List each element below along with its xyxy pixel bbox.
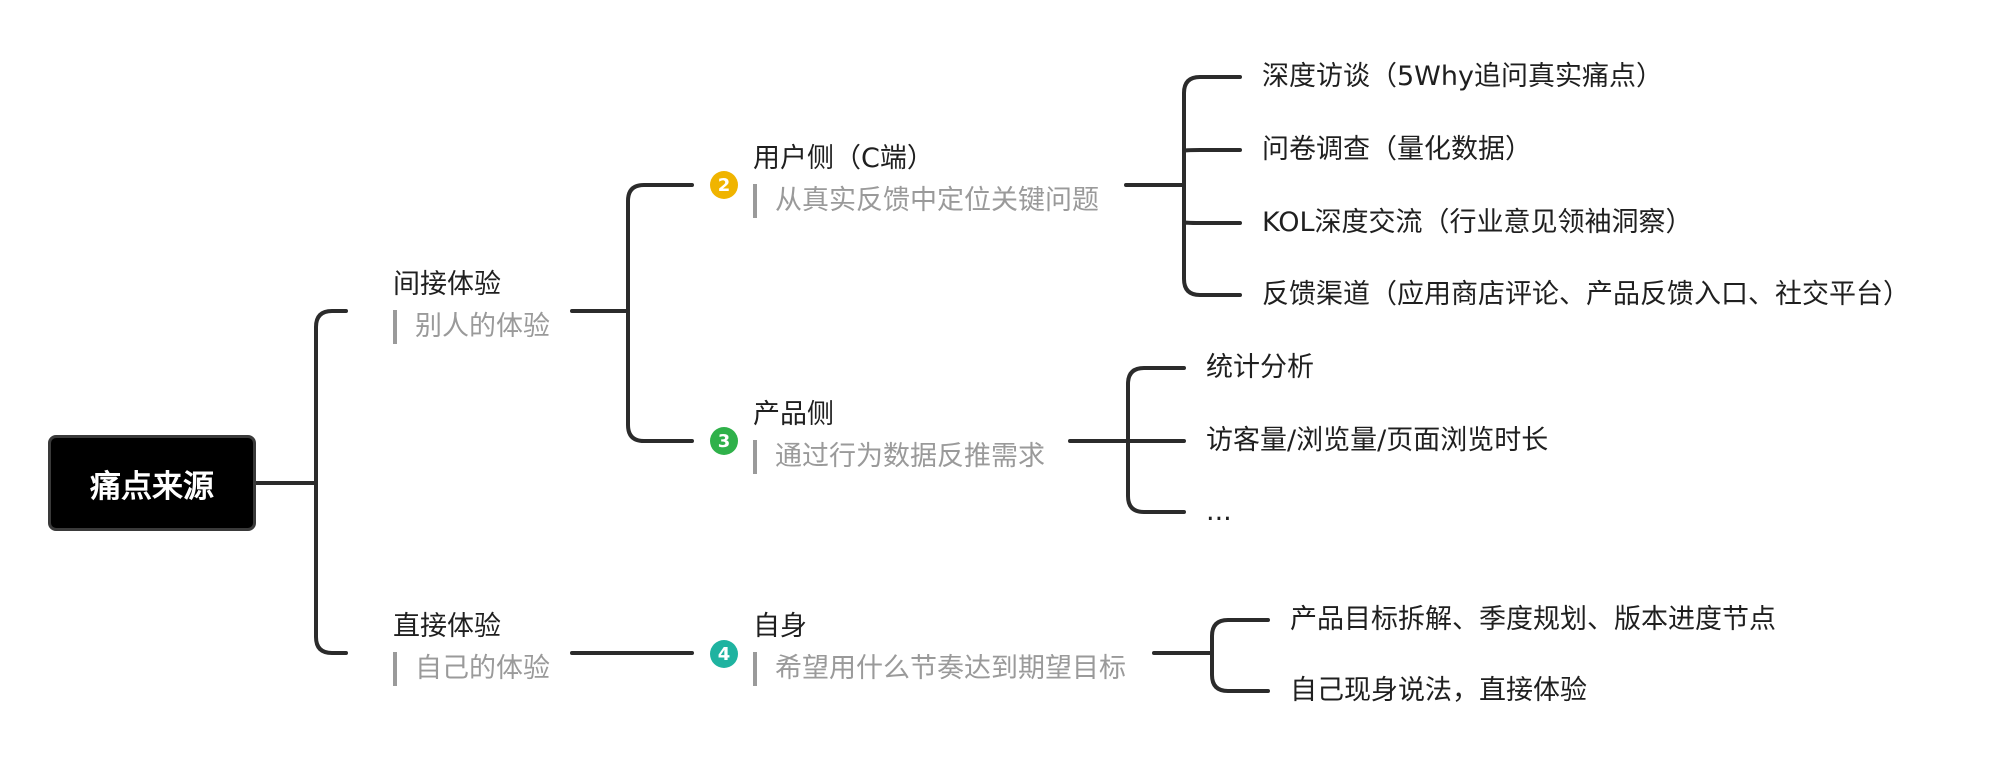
indirect-experience-title[interactable]: 间接体验 <box>393 269 501 300</box>
product-leaf-more[interactable]: ... <box>1206 496 1232 527</box>
user-leaf-kol[interactable]: KOL深度交流（行业意见领袖洞察） <box>1262 207 1693 238</box>
product-leaf-traffic[interactable]: 访客量/浏览量/页面浏览时长 <box>1206 425 1549 456</box>
indirect-experience-note: 别人的体验 <box>393 310 550 344</box>
link-indirect-bracket <box>626 183 694 443</box>
self-leaf-firsthand[interactable]: 自己现身说法，直接体验 <box>1290 675 1587 706</box>
user-leaf-survey[interactable]: 问卷调查（量化数据） <box>1262 134 1532 165</box>
self-leaf-planning[interactable]: 产品目标拆解、季度规划、版本进度节点 <box>1290 604 1776 635</box>
user-side-title[interactable]: 用户侧（C端） <box>753 143 934 174</box>
direct-experience-title[interactable]: 直接体验 <box>393 611 501 642</box>
priority-badge-3: 3 <box>710 427 738 455</box>
link-user-bracket <box>1182 75 1242 297</box>
product-side-note: 通过行为数据反推需求 <box>753 440 1045 474</box>
root-node[interactable]: 痛点来源 <box>48 435 256 531</box>
product-leaf-statistics[interactable]: 统计分析 <box>1206 352 1314 383</box>
product-side-title[interactable]: 产品侧 <box>753 399 834 430</box>
priority-badge-2: 2 <box>710 171 738 199</box>
self-title[interactable]: 自身 <box>753 611 807 642</box>
priority-badge-4: 4 <box>710 640 738 668</box>
user-leaf-feedback-channels[interactable]: 反馈渠道（应用商店评论、产品反馈入口、社交平台） <box>1262 279 1910 310</box>
link-product-bracket <box>1126 366 1186 514</box>
direct-experience-note: 自己的体验 <box>393 652 550 686</box>
link-self-bracket <box>1210 618 1270 693</box>
link-root-bracket <box>314 309 348 655</box>
self-note: 希望用什么节奏达到期望目标 <box>753 652 1126 686</box>
user-leaf-interview[interactable]: 深度访谈（5Why追问真实痛点） <box>1262 61 1663 92</box>
user-side-note: 从真实反馈中定位关键问题 <box>753 184 1099 218</box>
